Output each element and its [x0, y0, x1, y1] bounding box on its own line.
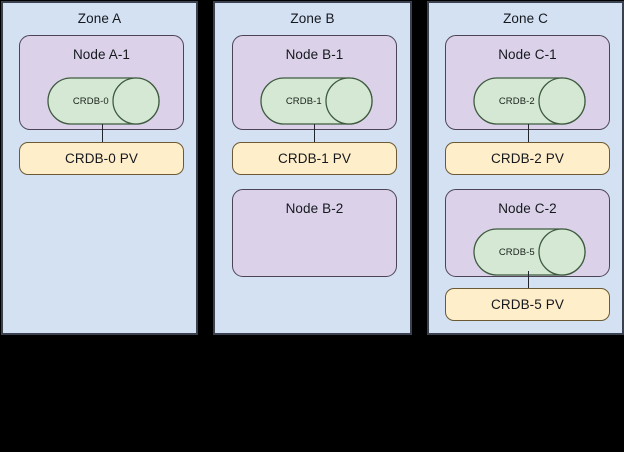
node-box-b-1[interactable]: Node B-1 CRDB-1	[232, 35, 397, 130]
pv-box-crdb-5[interactable]: CRDB-5 PV	[445, 288, 610, 321]
node-title-a-1: Node A-1	[72, 47, 131, 62]
pv-box-crdb-0[interactable]: CRDB-0 PV	[19, 142, 184, 175]
node-box-c-2[interactable]: Node C-2 CRDB-5	[445, 189, 610, 277]
pv-label-crdb-5: CRDB-5 PV	[491, 297, 564, 312]
zone-title-b: Zone B	[290, 11, 335, 26]
database-cylinder-crdb-2[interactable]: CRDB-2	[473, 77, 586, 125]
connector-crdb-0-to-pv	[102, 124, 103, 143]
node-box-c-1[interactable]: Node C-1 CRDB-2	[445, 35, 610, 130]
connector-crdb-5-to-pv	[528, 271, 529, 289]
pv-label-crdb-2: CRDB-2 PV	[491, 151, 564, 166]
zone-title-a: Zone A	[77, 11, 122, 26]
node-title-b-1: Node B-1	[285, 47, 344, 62]
zone-panel-c[interactable]: Zone C Node C-1 CRDB-2 CRDB-2 PV Node C-…	[427, 1, 624, 335]
node-title-b-2: Node B-2	[285, 201, 344, 216]
node-title-c-1: Node C-1	[498, 47, 557, 62]
zone-panel-a[interactable]: Zone A Node A-1 CRDB-0 CRDB-0 PV	[1, 1, 198, 335]
zone-title-c: Zone C	[503, 11, 548, 26]
pv-box-crdb-2[interactable]: CRDB-2 PV	[445, 142, 610, 175]
node-box-a-1[interactable]: Node A-1 CRDB-0	[19, 35, 184, 130]
zone-panel-b[interactable]: Zone B Node B-1 CRDB-1 CRDB-1 PV Node B-…	[213, 1, 412, 335]
database-cylinder-crdb-5[interactable]: CRDB-5	[473, 228, 586, 276]
pv-box-crdb-1[interactable]: CRDB-1 PV	[232, 142, 397, 175]
pv-label-crdb-1: CRDB-1 PV	[278, 151, 351, 166]
connector-crdb-1-to-pv	[314, 124, 315, 143]
database-cylinder-crdb-0[interactable]: CRDB-0	[47, 77, 160, 125]
connector-crdb-2-to-pv	[528, 124, 529, 143]
node-box-b-2[interactable]: Node B-2	[232, 189, 397, 277]
pv-label-crdb-0: CRDB-0 PV	[65, 151, 138, 166]
database-cylinder-crdb-1[interactable]: CRDB-1	[260, 77, 373, 125]
node-title-c-2: Node C-2	[498, 201, 557, 216]
